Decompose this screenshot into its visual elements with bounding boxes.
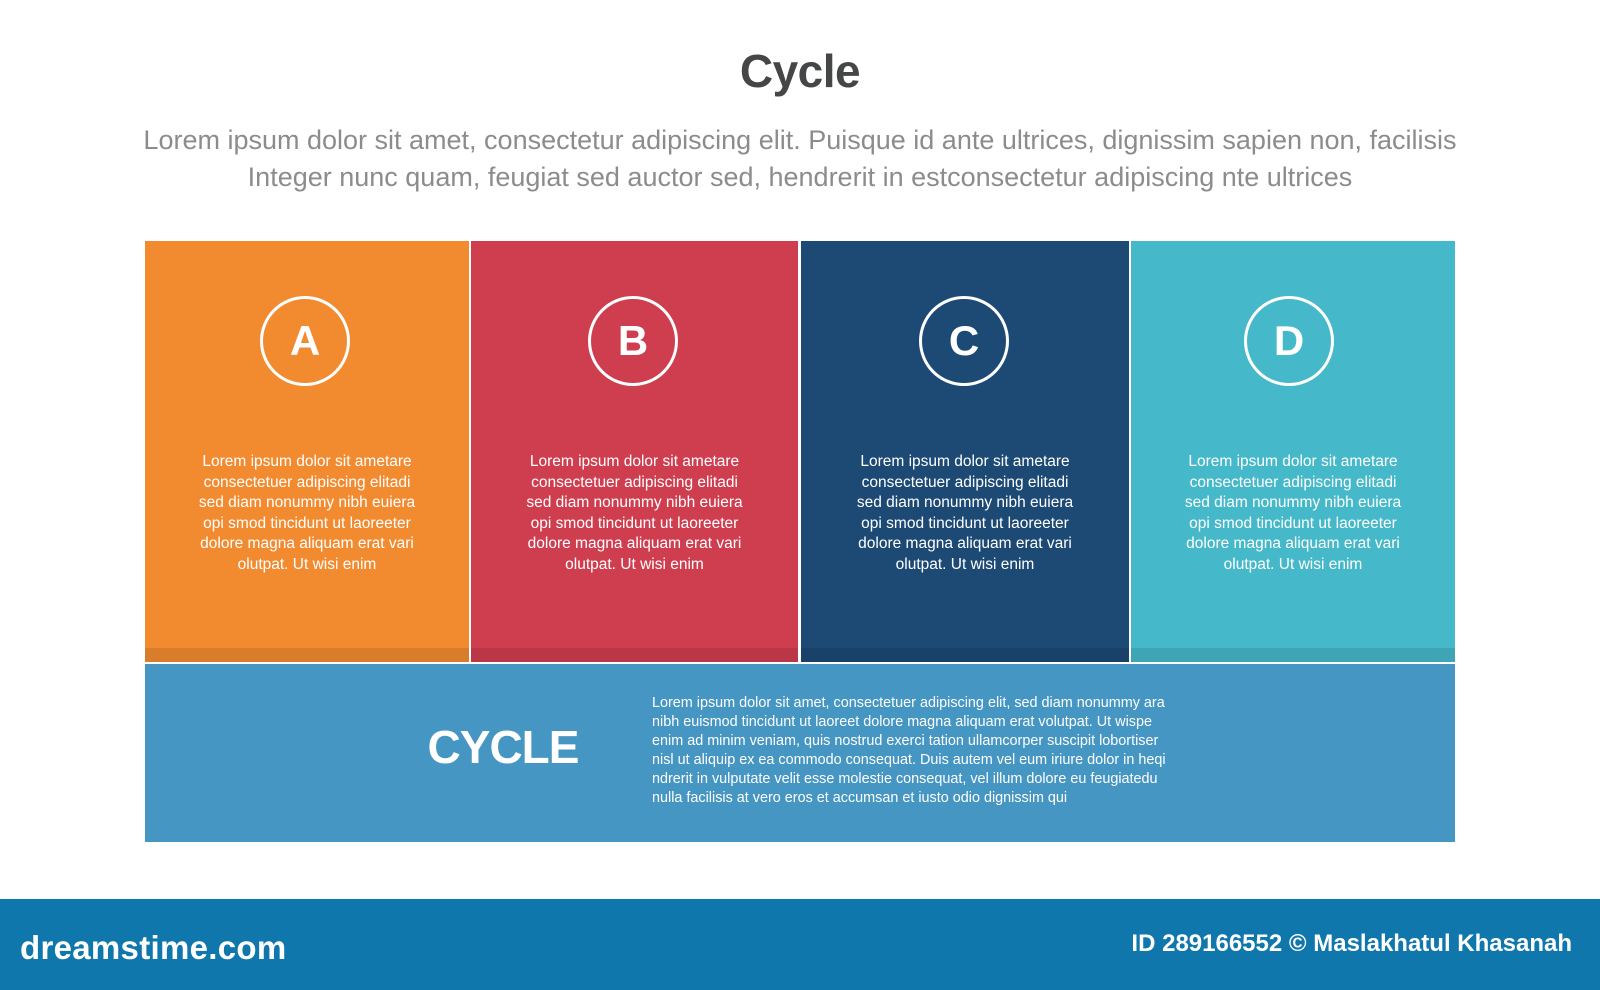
card-text-line: sed diam nonummy nibh euiera — [856, 494, 1074, 511]
subtitle: Lorem ipsum dolor sit amet, consectetur … — [60, 122, 1540, 196]
card-text-line: dolore magna aliquam erat vari — [200, 535, 414, 552]
cycle-card-c: C Lorem ipsum dolor sit ametare consecte… — [801, 241, 1129, 662]
card-base-shade — [801, 648, 1129, 662]
card-text-line: sed diam nonummy nibh euiera — [526, 494, 743, 511]
card-text-line: Lorem ipsum dolor sit ametare — [529, 453, 740, 470]
card-base-shade — [1131, 648, 1455, 662]
page-title: Cycle — [739, 45, 861, 97]
card-text-line: Lorem ipsum dolor sit ametare — [202, 453, 412, 470]
card-text-line: olutpat. Ut wisi enim — [1223, 555, 1363, 573]
summary-text: Lorem ipsum dolor sit amet, consectetuer… — [652, 694, 1212, 808]
letter-d-badge: D — [1244, 296, 1334, 386]
image-credit: ID 289166552 © Maslakhatul Khasanah — [1131, 930, 1572, 957]
card-c-text: Lorem ipsum dolor sit ametare consectetu… — [801, 452, 1129, 575]
summary-text-line: nisl ut aliquip ex ea commodo consequat.… — [652, 752, 1166, 768]
subtitle-line: Lorem ipsum dolor sit amet, consectetur … — [143, 125, 1457, 155]
card-text-line: sed diam nonummy nibh euiera — [198, 494, 416, 511]
card-base-shade — [145, 648, 469, 662]
card-text-line: Lorem ipsum dolor sit ametare — [1188, 453, 1398, 470]
summary-text-line: Lorem ipsum dolor sit amet, consectetuer… — [652, 695, 1165, 711]
card-text-line: Lorem ipsum dolor sit ametare — [860, 453, 1070, 470]
card-text-line: olutpat. Ut wisi enim — [565, 555, 704, 573]
card-text-line: opi smod tincidunt ut laoreeter — [1189, 514, 1397, 532]
card-text-line: dolore magna aliquam erat vari — [1186, 535, 1400, 552]
summary-text-line: nibh euismod tincidunt ut laoreet dolore… — [652, 714, 1152, 730]
cycle-card-a: A Lorem ipsum dolor sit ametare consecte… — [145, 241, 469, 662]
summary-text-line: enim ad minim veniam, quis nostrud exerc… — [652, 733, 1159, 749]
subtitle-line: Integer nunc quam, feugiat sed auctor se… — [247, 162, 1353, 192]
card-text-line: consectetuer adipiscing elitadi — [861, 473, 1069, 491]
watermark-footer: dreamstime.com ID 289166552 © Maslakhatu… — [0, 899, 1600, 990]
letter-b-badge: B — [588, 296, 678, 386]
cycle-card-b: B Lorem ipsum dolor sit ametare consecte… — [471, 241, 798, 662]
card-text-line: consectetuer adipiscing elitadi — [203, 473, 411, 491]
card-a-text: Lorem ipsum dolor sit ametare consectetu… — [145, 452, 469, 575]
card-text-line: olutpat. Ut wisi enim — [895, 555, 1035, 573]
card-d-text: Lorem ipsum dolor sit ametare consectetu… — [1131, 452, 1455, 575]
card-base-shade — [471, 648, 798, 662]
card-text-line: opi smod tincidunt ut laoreeter — [530, 514, 739, 532]
card-text-line: dolore magna aliquam erat vari — [527, 535, 742, 552]
card-text-line: consectetuer adipiscing elitadi — [1189, 473, 1397, 491]
card-text-line: dolore magna aliquam erat vari — [858, 535, 1072, 552]
card-text-line: opi smod tincidunt ut laoreeter — [203, 514, 411, 532]
card-text-line: opi smod tincidunt ut laoreeter — [861, 514, 1069, 532]
letter-a-badge: A — [260, 296, 350, 386]
card-b-text: Lorem ipsum dolor sit ametare consectetu… — [471, 452, 798, 575]
card-text-line: sed diam nonummy nibh euiera — [1184, 494, 1402, 511]
letter-c-badge: C — [919, 296, 1009, 386]
brand-logo-text[interactable]: dreamstime.com — [20, 929, 287, 966]
summary-text-line: ndrerit in vulputate velit esse molestie… — [652, 771, 1158, 787]
card-text-line: olutpat. Ut wisi enim — [237, 555, 377, 573]
summary-text-line: nulla facilisis at vero eros et accumsan… — [652, 790, 1068, 806]
cycle-card-d: D Lorem ipsum dolor sit ametare consecte… — [1131, 241, 1455, 662]
card-text-line: consectetuer adipiscing elitadi — [531, 473, 738, 491]
summary-title: CYCLE — [427, 721, 580, 773]
cycle-summary-band: CYCLE Lorem ipsum dolor sit amet, consec… — [145, 664, 1455, 842]
